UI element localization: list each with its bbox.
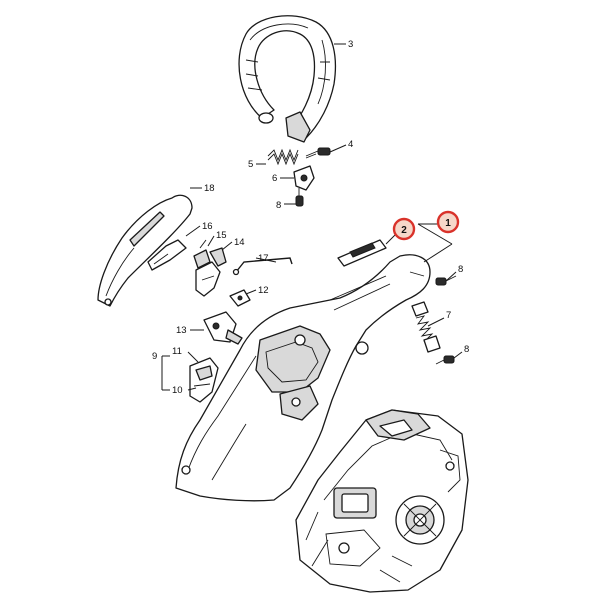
callout-9-label: 9 <box>152 351 157 362</box>
label-plate-part-2 <box>337 239 387 267</box>
screw-part-8-top <box>295 188 304 207</box>
screw-part-8-right-lower <box>435 355 455 365</box>
callout-13-label: 13 <box>176 325 187 336</box>
callout-18-label: 18 <box>204 183 215 194</box>
callout-8-right-lower-label: 8 <box>464 344 469 355</box>
callout-15-label: 15 <box>216 230 227 241</box>
handle-bar-part <box>238 15 337 143</box>
callout-11-label: 11 <box>172 346 182 357</box>
clip-part-12 <box>229 289 251 307</box>
screw-part-8-right-upper <box>435 275 457 286</box>
spring-damper-part-7 <box>411 301 441 353</box>
callout-16-label: 16 <box>202 221 213 232</box>
callout-8-right-upper-label: 8 <box>458 264 463 275</box>
screw-part-4 <box>305 147 331 159</box>
callout-7-label: 7 <box>446 310 451 321</box>
spring-part-5 <box>267 148 299 166</box>
callout-3-label: 3 <box>348 39 353 50</box>
callout-1-label: 1 <box>445 218 451 229</box>
callout-6-label: 6 <box>272 173 277 184</box>
trigger-part-14 <box>195 247 227 297</box>
lock-lever-part-13 <box>203 311 243 345</box>
bracket-part-15 <box>193 239 211 269</box>
callout-12-label: 12 <box>258 285 269 296</box>
callout-14-label: 14 <box>234 237 245 248</box>
callout-17-label: 17 <box>258 253 269 264</box>
rear-handle-housing-part-1 <box>175 254 431 502</box>
callout-5-label: 5 <box>248 159 253 170</box>
engine-crankcase <box>295 409 469 593</box>
side-cover-part-18 <box>97 194 193 307</box>
callout-10-label: 10 <box>172 385 183 396</box>
callout-8-top-label: 8 <box>276 200 281 211</box>
callout-1-highlight[interactable]: 1 <box>436 210 460 234</box>
callout-2-label: 2 <box>401 225 407 236</box>
damper-part-6 <box>293 165 315 191</box>
leader-lines <box>161 43 463 391</box>
callout-2-highlight[interactable]: 2 <box>392 217 416 241</box>
part-set-9 <box>189 357 219 403</box>
callout-4-label: 4 <box>348 139 353 150</box>
lever-part-16 <box>147 239 187 271</box>
